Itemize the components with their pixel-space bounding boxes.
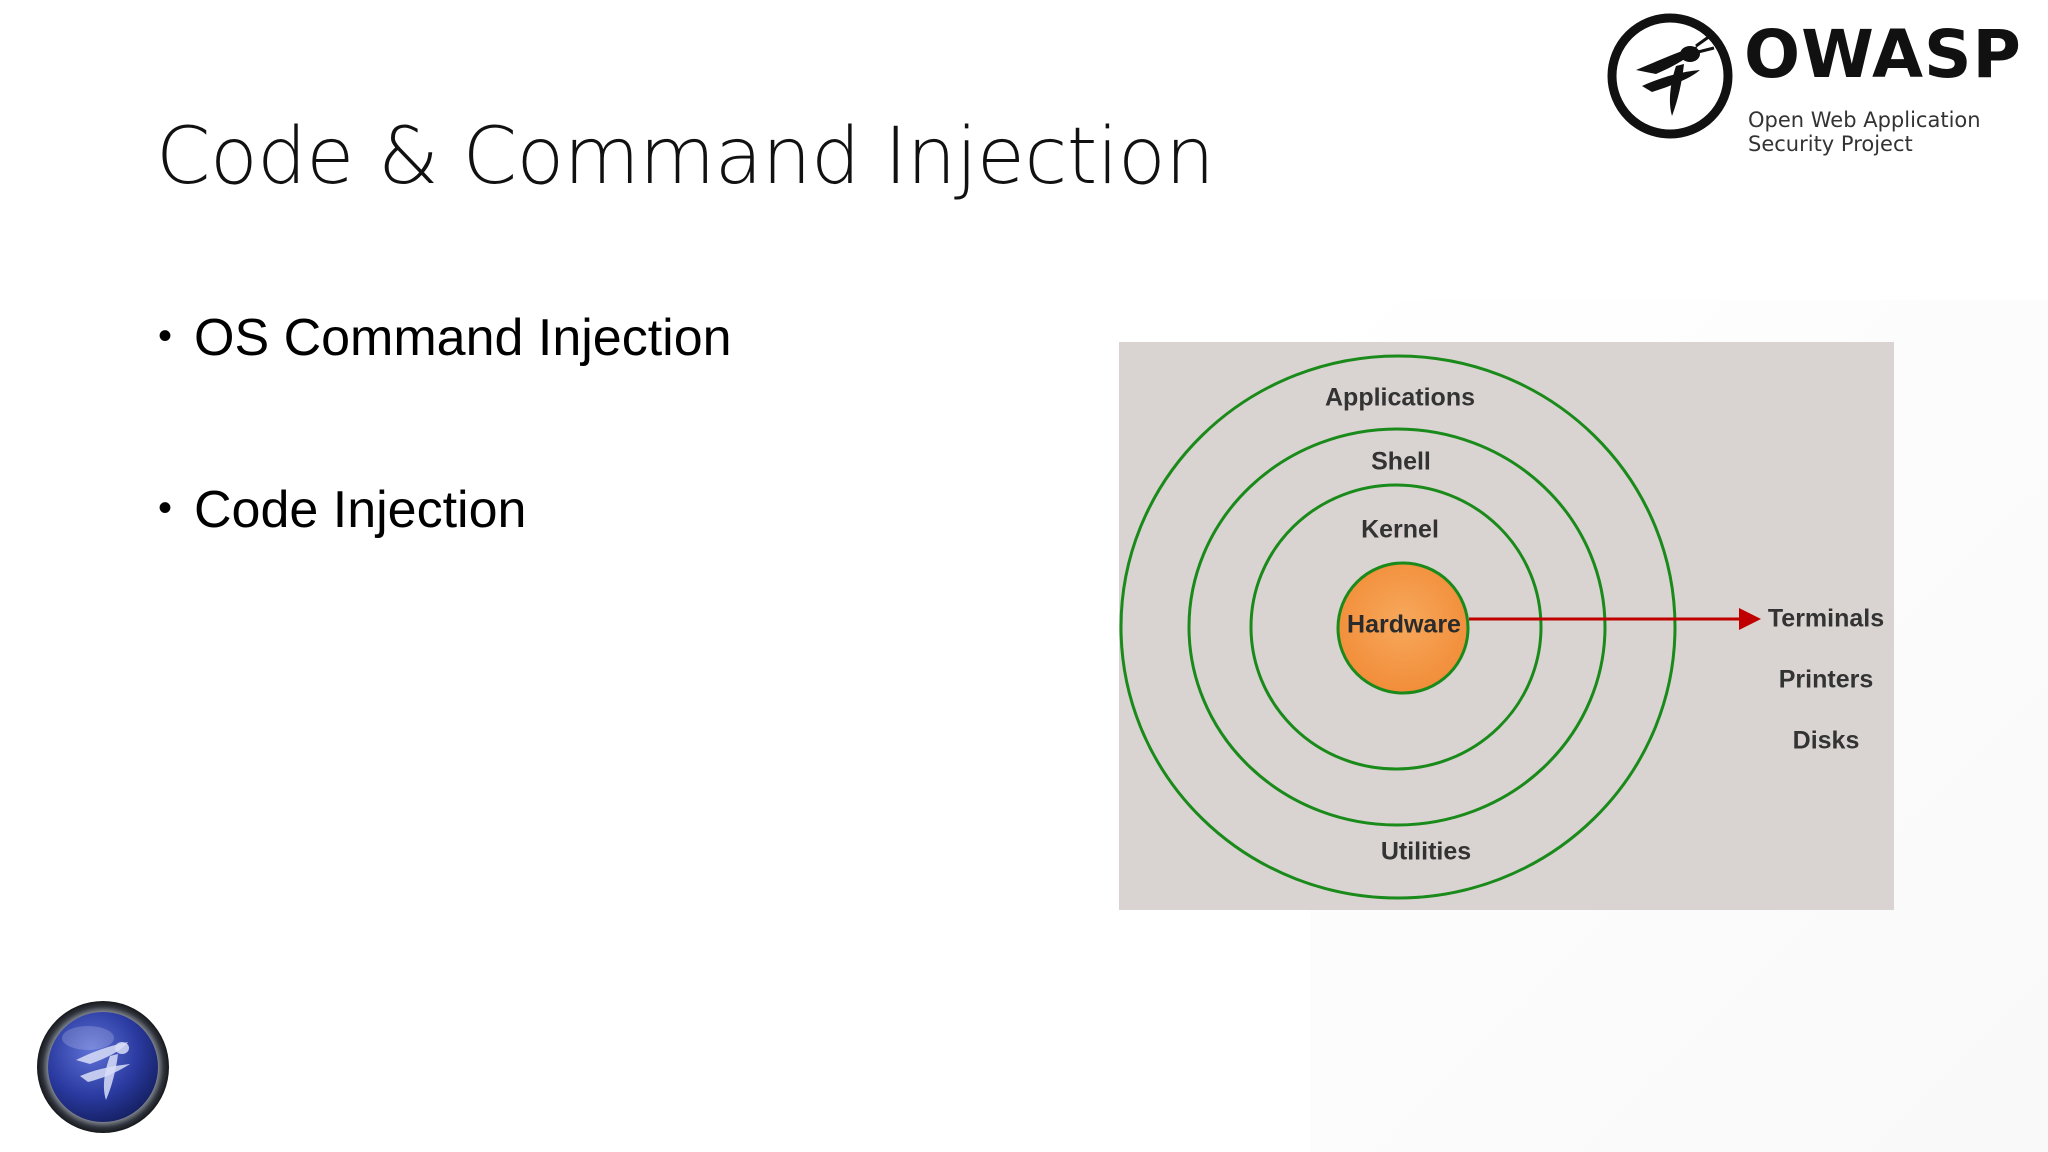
owasp-wasp-icon	[1607, 13, 1733, 139]
diagram-graphic	[1119, 354, 1761, 900]
label-terminals: Terminals	[1767, 604, 1885, 633]
bullet-list: • OS Command Injection • Code Injection	[156, 312, 732, 540]
tagline-line: Open Web Application	[1748, 108, 1981, 132]
bullet-marker: •	[158, 314, 173, 358]
bullet-text: Code Injection	[194, 481, 527, 539]
ring-applications	[1119, 354, 1677, 900]
owasp-wordmark: OWASP	[1744, 16, 2022, 93]
ring-shell	[1187, 427, 1607, 827]
owasp-orb-icon	[37, 1001, 169, 1133]
owasp-tagline: Open Web Application Security Project	[1748, 108, 1981, 156]
bullet-item: • OS Command Injection	[156, 312, 732, 368]
ring-kernel	[1249, 483, 1543, 771]
label-utilities: Utilities	[1380, 837, 1472, 866]
bullet-item: • Code Injection	[156, 484, 732, 540]
bullet-text: OS Command Injection	[194, 309, 732, 367]
slide-title: Code & Command Injection	[156, 112, 1215, 202]
owasp-logo: OWASP Open Web Application Security Proj…	[1606, 10, 2026, 160]
hardware-arrow-head	[1739, 608, 1761, 630]
label-disks: Disks	[1792, 726, 1860, 755]
tagline-line: Security Project	[1748, 132, 1913, 156]
label-applications: Applications	[1324, 383, 1476, 412]
core-hardware	[1336, 561, 1470, 695]
label-hardware: Hardware	[1347, 610, 1461, 639]
label-printers: Printers	[1778, 665, 1874, 694]
os-layers-diagram: Applications Shell Kernel Hardware Utili…	[1119, 342, 1894, 910]
bullet-marker: •	[158, 486, 173, 530]
label-kernel: Kernel	[1361, 515, 1439, 544]
label-shell: Shell	[1371, 447, 1431, 476]
